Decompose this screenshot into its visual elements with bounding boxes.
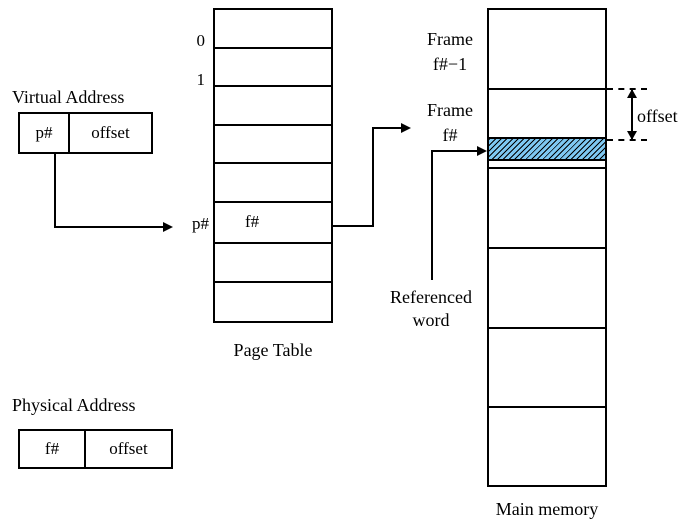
frame-label-fnum-line2: f# bbox=[442, 125, 458, 145]
page-table-index-pnum: p# bbox=[192, 214, 209, 233]
connector-ptable-arrowhead bbox=[401, 123, 411, 133]
page-table-index-0: 0 bbox=[196, 31, 206, 50]
page-table-row bbox=[215, 244, 331, 283]
physical-address-box: f# offset bbox=[18, 429, 173, 469]
offset-bracket-line bbox=[631, 90, 633, 139]
page-table-row bbox=[215, 125, 331, 165]
frame-label-fnum-minus-1-line1: Frame bbox=[427, 29, 473, 49]
memory-frame bbox=[489, 169, 605, 249]
page-table-cell-fnum: f# bbox=[245, 212, 260, 232]
memory-frame-fnum-lower bbox=[489, 161, 605, 170]
page-table-row bbox=[215, 48, 331, 88]
page-table-row bbox=[215, 282, 331, 322]
page-table-row bbox=[215, 87, 331, 126]
connector-ptable-to-frame bbox=[372, 127, 403, 129]
page-table: f# bbox=[213, 8, 333, 323]
frame-label-fnum-line1: Frame bbox=[427, 100, 473, 120]
offset-bracket-label: offset bbox=[637, 106, 678, 126]
main-memory-column bbox=[487, 8, 607, 487]
connector-ptable-right bbox=[333, 225, 374, 227]
memory-frame bbox=[489, 408, 605, 485]
memory-frame-fnum-upper bbox=[489, 89, 605, 140]
referenced-word-label-line2: word bbox=[412, 310, 450, 330]
frame-label-fnum-minus-1-line2: f#−1 bbox=[432, 54, 468, 74]
main-memory-caption: Main memory bbox=[495, 499, 599, 519]
connector-ptable-up bbox=[372, 127, 374, 227]
connector-vaddr-arrowhead bbox=[163, 222, 173, 232]
offset-bracket-arrow-down bbox=[627, 131, 637, 140]
virtual-address-field-offset: offset bbox=[91, 123, 130, 142]
page-table-row bbox=[215, 164, 331, 203]
virtual-address-box: p# offset bbox=[18, 112, 153, 154]
page-table-row-selected: f# bbox=[215, 202, 331, 245]
connector-vaddr-down bbox=[54, 154, 56, 228]
connector-vaddr-right bbox=[54, 226, 164, 228]
virtual-address-caption: Virtual Address bbox=[12, 87, 125, 107]
physical-address-caption: Physical Address bbox=[12, 395, 136, 415]
memory-frame bbox=[489, 248, 605, 329]
referenced-word-cell bbox=[489, 139, 605, 162]
physical-address-field-offset: offset bbox=[109, 439, 148, 458]
page-table-row bbox=[215, 10, 331, 49]
memory-frame bbox=[489, 10, 605, 90]
physical-address-field-fnum: f# bbox=[20, 431, 86, 467]
page-table-index-1: 1 bbox=[196, 70, 206, 89]
referenced-word-connector-vertical bbox=[431, 150, 433, 280]
memory-frame bbox=[489, 328, 605, 409]
offset-bracket-leader-bottom bbox=[607, 139, 647, 141]
virtual-address-field-pnum: p# bbox=[20, 114, 70, 152]
offset-bracket-arrow-up bbox=[627, 89, 637, 98]
referenced-word-label-line1: Referenced bbox=[390, 287, 472, 307]
referenced-word-connector-horizontal bbox=[431, 150, 479, 152]
referenced-word-arrowhead bbox=[477, 146, 487, 156]
page-table-caption: Page Table bbox=[233, 340, 313, 360]
